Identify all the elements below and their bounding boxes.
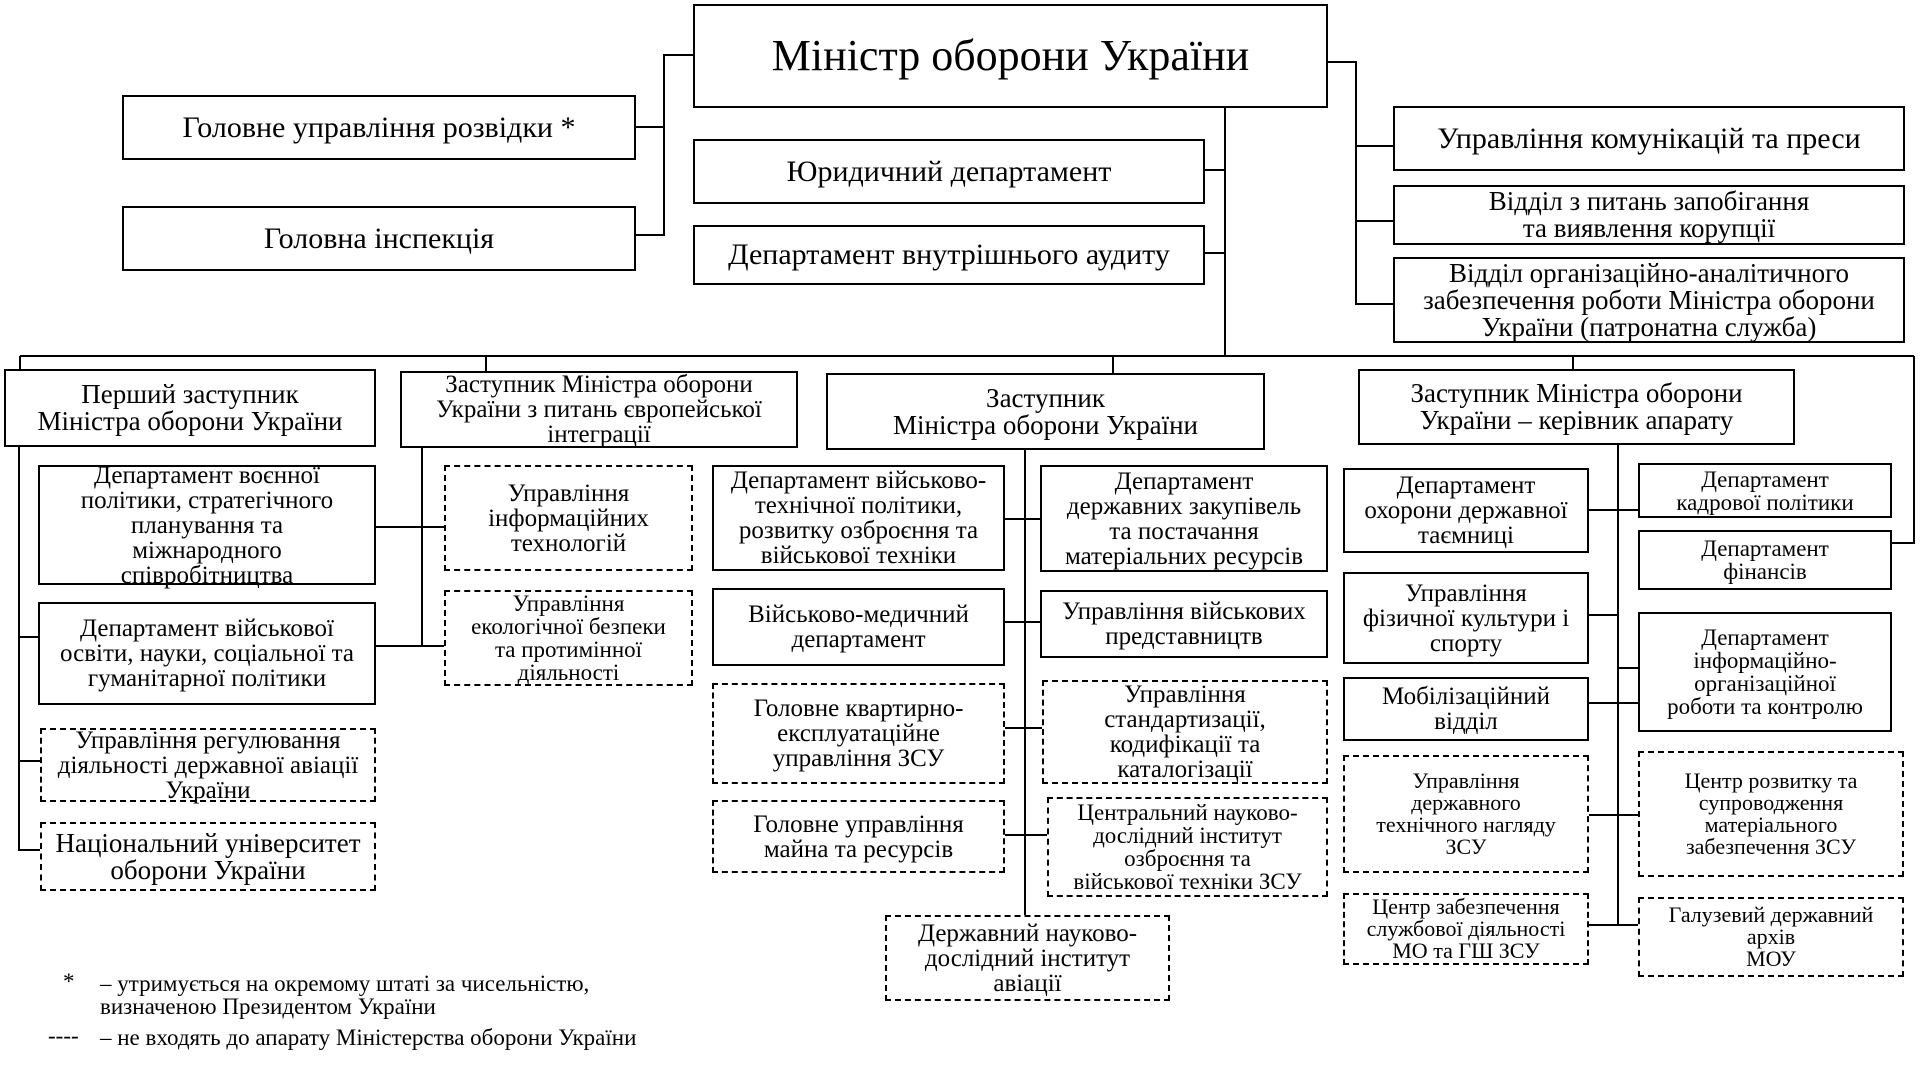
service-activity-center-box: Центр забезпечення службової діяльності … xyxy=(1343,893,1589,965)
communications-box: Управління комунікацій та преси xyxy=(1393,106,1905,171)
deputy-minister-box: Заступник Міністра оборони України xyxy=(826,373,1265,450)
personnel-policy-box: Департамент кадрової політики xyxy=(1638,463,1892,518)
first-deputy-box: Перший заступник Міністра оборони Україн… xyxy=(4,369,376,447)
main-inspection-box: Головна інспекція xyxy=(122,206,636,271)
aviation-research-institute-box: Державний науково- дослідний інститут ав… xyxy=(885,915,1170,1001)
finance-department-box: Департамент фінансів xyxy=(1638,530,1892,590)
physical-culture-box: Управління фізичної культури і спорту xyxy=(1343,572,1589,664)
legal-department-box: Юридичний департамент xyxy=(693,139,1205,204)
legend-dash-text: – не входять до апарату Міністерства обо… xyxy=(100,1025,637,1050)
quartering-directorate-box: Головне квартирно- експлуатаційне управл… xyxy=(712,683,1005,784)
standardization-directorate-box: Управління стандартизації, кодифікації т… xyxy=(1042,680,1328,784)
material-support-center-box: Центр розвитку та супроводження матеріал… xyxy=(1638,751,1904,877)
it-directorate-box: Управління інформаційних технологій xyxy=(444,465,693,571)
procurement-department-box: Департамент державних закупівель та пост… xyxy=(1040,465,1328,572)
legend-dash-symbol: ---- xyxy=(48,1023,79,1048)
legend-star-symbol: * xyxy=(63,969,75,994)
military-representations-box: Управління військових представництв xyxy=(1040,590,1328,658)
intelligence-directorate-box: Головне управління розвідки * xyxy=(122,95,636,160)
military-medical-department-box: Військово-медичний департамент xyxy=(712,588,1005,666)
property-resources-directorate-box: Головне управління майна та ресурсів xyxy=(712,800,1005,873)
information-organization-box: Департамент інформаційно- організаційної… xyxy=(1638,612,1892,732)
military-technical-policy-box: Департамент військово- технічної політик… xyxy=(712,465,1005,571)
military-education-department-box: Департамент військової освіти, науки, со… xyxy=(38,602,376,705)
internal-audit-box: Департамент внутрішнього аудиту xyxy=(693,225,1205,285)
anticorruption-box: Відділ з питань запобігання та виявлення… xyxy=(1393,185,1905,245)
ecology-demining-box: Управління екологічної безпеки та протим… xyxy=(444,590,693,686)
state-secret-protection-box: Департамент охорони державної таємниці xyxy=(1343,468,1589,553)
mobilization-department-box: Мобілізаційний відділ xyxy=(1343,677,1589,741)
head-of-apparatus-box: Заступник Міністра оборони України – кер… xyxy=(1358,369,1795,445)
state-aviation-regulation-box: Управління регулювання діяльності держав… xyxy=(40,728,376,803)
central-research-institute-box: Центральний науково- дослідний інститут … xyxy=(1047,797,1328,897)
national-defence-university-box: Національний університет оборони України xyxy=(40,822,376,891)
military-policy-department-box: Департамент воєнної політики, стратегічн… xyxy=(38,463,376,588)
patronage-service-box: Відділ організаційно-аналітичного забезп… xyxy=(1393,257,1905,343)
sectoral-archive-box: Галузевий державний архів МОУ xyxy=(1638,897,1904,977)
minister-box: Міністр оборони України xyxy=(693,4,1328,108)
legend-star-text: – утримується на окремому штаті за чисел… xyxy=(100,971,590,1019)
euro-integration-deputy-box: Заступник Міністра оборони України з пит… xyxy=(400,371,798,448)
technical-supervision-box: Управління державного технічного нагляду… xyxy=(1343,755,1589,873)
